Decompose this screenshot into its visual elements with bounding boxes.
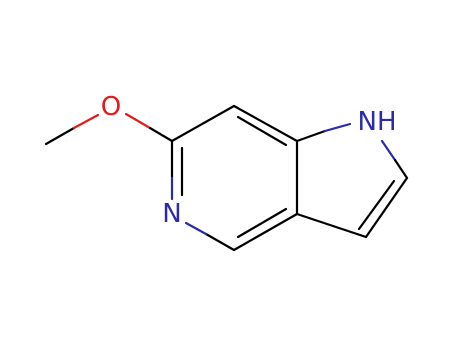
- bond-c2-c3: [364, 176, 409, 239]
- bond-c6-c7: [170, 104, 236, 143]
- bond-c4-n5-blue: [184, 221, 208, 236]
- bond-c7a-n1: [295, 129, 327, 143]
- bond-c4-n5: [204, 232, 236, 252]
- bond-c7-c7a-inner: [236, 115, 288, 147]
- pyrrole-nitrogen-label: NH: [358, 107, 397, 137]
- bond-c3-c3a: [295, 212, 368, 239]
- bond-c3a-c4-inner: [236, 207, 288, 239]
- bond-methyl-oxygen-red: [72, 113, 100, 130]
- bond-oxygen-c6-red: [124, 112, 152, 130]
- bond-c7a-n1-blue: [323, 122, 352, 133]
- bond-c7-c7a: [232, 104, 299, 143]
- bond-oxygen-c6: [148, 126, 174, 143]
- oxygen-atom-label: O: [101, 92, 121, 122]
- bond-c3a-c4: [232, 212, 299, 252]
- bond-c2-c3-inner: [357, 179, 396, 231]
- bond-n1-c2: [393, 158, 409, 180]
- pyridine-nitrogen-label: N: [162, 199, 181, 229]
- bond-n1-c2-blue: [380, 139, 397, 162]
- bond-methyl-oxygen: [44, 126, 76, 146]
